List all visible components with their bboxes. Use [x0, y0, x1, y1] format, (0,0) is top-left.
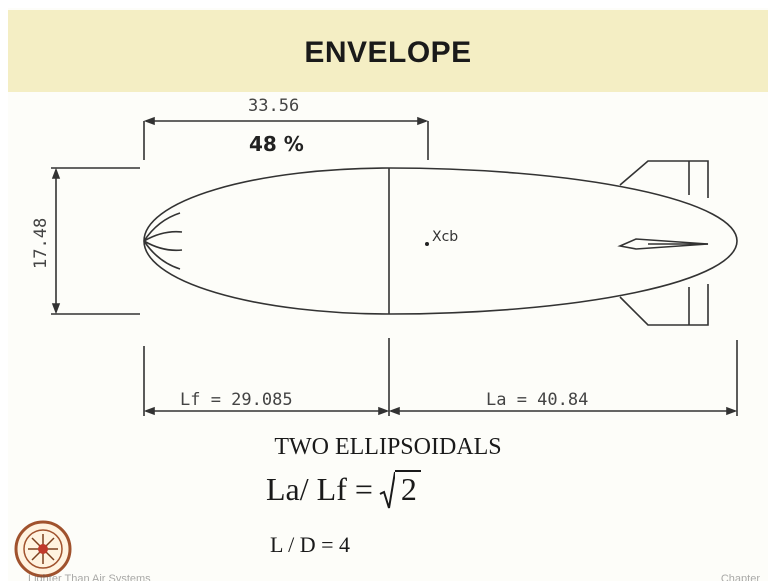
top-length-label: 33.56	[248, 96, 299, 116]
envelope-outline	[143, 167, 738, 315]
formula-lhs: La/ Lf =	[266, 471, 373, 507]
xcb-point	[425, 242, 429, 246]
top-percent-label: 48 %	[249, 132, 304, 156]
caption: TWO ELLIPSOIDALS	[274, 434, 502, 460]
footer-chapter-text: Chapter	[720, 573, 760, 581]
envelope-diagram: 33.56 48 % 17.48 Xcb Lf = 29.085 La = 40…	[31, 96, 738, 416]
bottom-dimension-lines	[143, 338, 738, 416]
ratio-formula: La/ Lf = 2	[266, 470, 421, 520]
institute-logo-icon	[14, 520, 72, 578]
xcb-label: Xcb	[432, 229, 458, 245]
height-label: 17.48	[31, 218, 51, 269]
aft-length-label: La = 40.84	[486, 390, 588, 410]
sqrt-icon: 2	[379, 470, 421, 510]
top-dimension-lines	[143, 116, 429, 160]
nose-battens-icon	[143, 212, 183, 270]
front-length-label: Lf = 29.085	[180, 390, 293, 410]
height-dimension-lines	[51, 167, 140, 315]
formula-radicand: 2	[394, 470, 421, 506]
slide-title: ENVELOPE	[304, 36, 472, 69]
length-diameter-ratio: L / D = 4	[270, 532, 351, 557]
title-band	[8, 10, 768, 92]
tail-fins-icon	[617, 160, 709, 326]
footer-course-text: Lighter Than Air Systems	[28, 573, 151, 581]
slide: ENVELOPE	[8, 8, 768, 581]
